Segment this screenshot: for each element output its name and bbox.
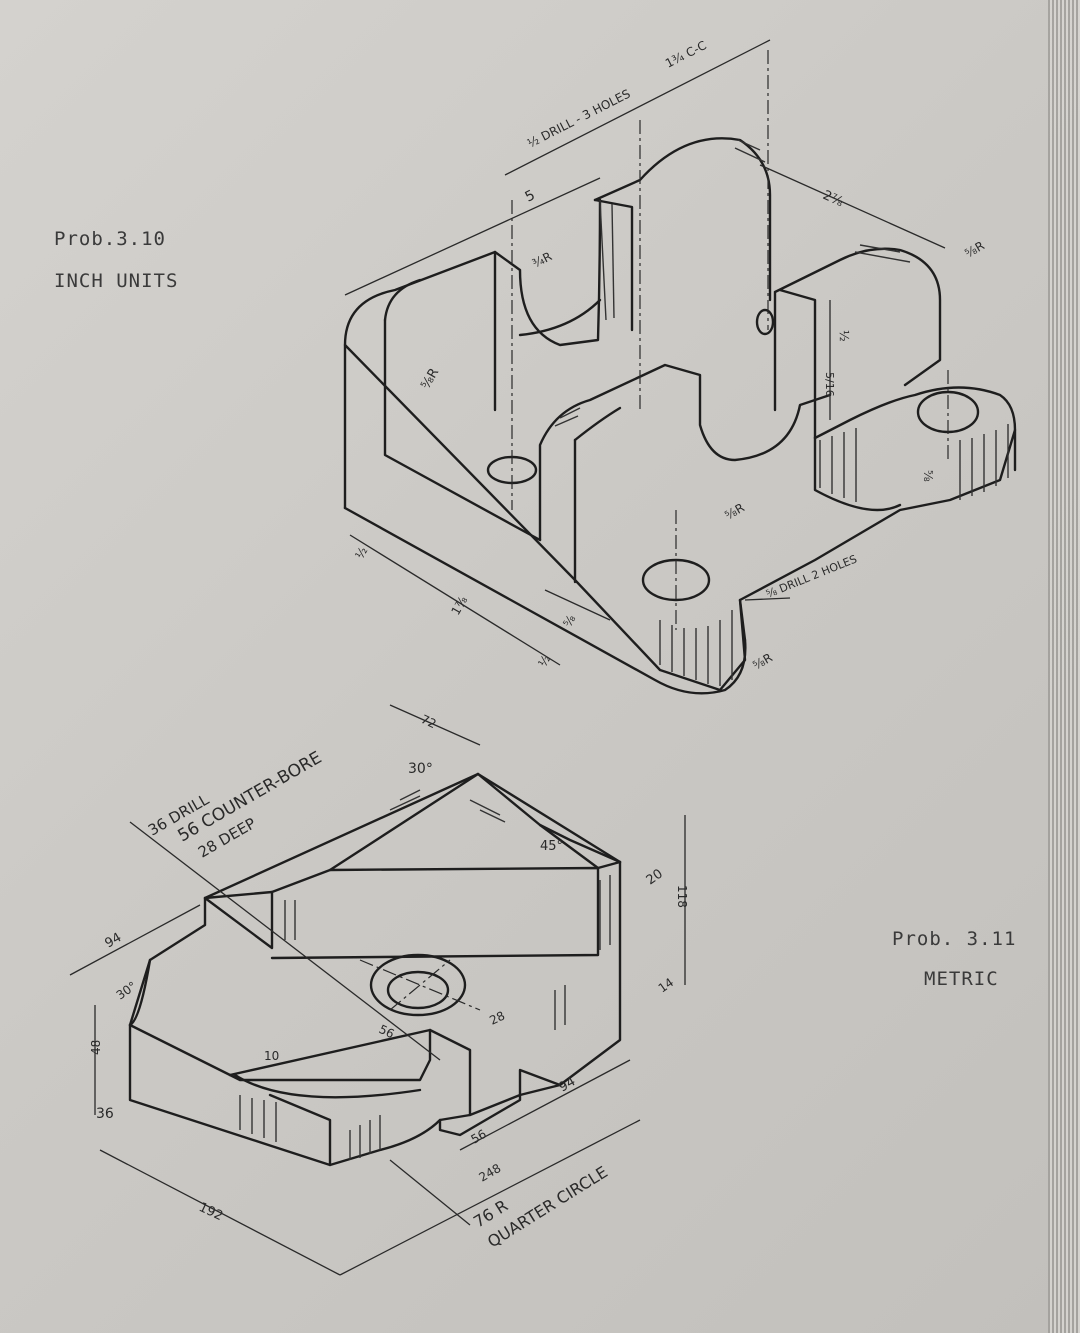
dim-r-5-8-bottom: ⅝R: [751, 650, 775, 672]
prob-3-10-units: INCH UNITS: [54, 270, 179, 292]
prob-3-11-title: Prob. 3.11: [892, 928, 1017, 950]
dim-2-7-8: 2⅞: [820, 188, 846, 210]
dim-192: 192: [196, 1200, 225, 1224]
dim-28: 28: [487, 1009, 507, 1028]
base-plate-outline: [343, 343, 1017, 692]
counterbore: [369, 953, 467, 1017]
page-stack-edge: [1048, 0, 1080, 1333]
back-upright: [593, 137, 772, 302]
dim-5-8-side: ⅝: [921, 470, 935, 482]
dim-five: 5: [523, 187, 538, 205]
dim-5-8-bottom: ⅝: [560, 612, 578, 629]
left-upright: [343, 198, 602, 347]
dim-one-half-top: ½: [837, 330, 851, 342]
drill-hole: [386, 970, 450, 1010]
prob-3-11-drawing: 36 DRILL 56 COUNTER-BORE 28 DEEP 72 30° …: [69, 704, 689, 1276]
dim-r-5-8-left: ⅝R: [418, 366, 442, 392]
dim-1-7-8: 1⅞: [448, 593, 470, 617]
dim-56-bottom: 56: [469, 1127, 489, 1147]
dim-cc: 1¾ C-C: [663, 38, 709, 71]
dim-48: 48: [89, 1040, 103, 1055]
dim-10: 10: [264, 1049, 279, 1063]
prob-3-10-drawing: ½ DRILL - 3 HOLES 1¾ C-C 5 2⅞ ¾R ⅝R ⅝R ½…: [343, 38, 1017, 695]
dim-30-top: 30°: [408, 761, 433, 777]
dim-one-half-bottom: ½: [535, 652, 553, 669]
hole-back: [755, 308, 775, 336]
sloped-top-block: [203, 866, 600, 960]
dim-r-5-8-mid: ⅝R: [723, 500, 747, 522]
dim-drill-2-holes: ⅝ DRILL 2 HOLES: [764, 552, 859, 600]
dim-5-16: 5/16: [823, 372, 836, 397]
dim-r-5-8-right-top: ⅝R: [963, 238, 987, 260]
dim-45: 45°: [540, 839, 563, 854]
dim-56-mid: 56: [377, 1022, 397, 1041]
dim-20: 20: [644, 866, 666, 888]
dim-118: 118: [675, 885, 689, 908]
dim-94-left: 94: [103, 930, 125, 951]
middle-upright: [538, 363, 832, 542]
dim-one-half-left: ½: [352, 544, 370, 561]
block-hatch: [239, 789, 611, 1160]
right-upright: [773, 247, 942, 412]
dim-14: 14: [656, 975, 677, 995]
dim-r-3-4: ¾R: [530, 249, 554, 271]
dim-36: 36: [96, 1106, 114, 1122]
dim-94-bottom: 94: [557, 1074, 579, 1095]
shade-hatch: [554, 139, 1009, 686]
dim-248: 248: [477, 1161, 504, 1185]
dim-72: 72: [419, 712, 439, 731]
prob-3-10-title: Prob.3.10: [54, 228, 166, 250]
prob-3-11-units: METRIC: [924, 968, 999, 990]
dim-30-left: 30°: [114, 979, 139, 1003]
